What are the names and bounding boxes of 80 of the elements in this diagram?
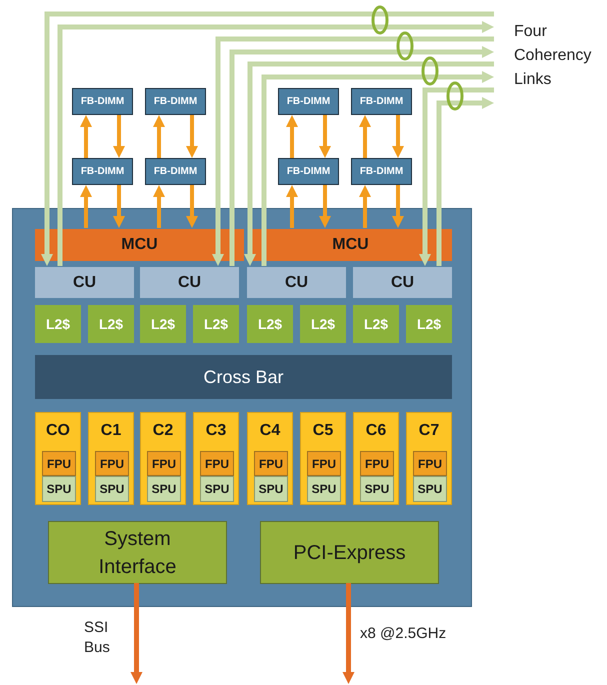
spu-box: SPU (42, 476, 76, 502)
fpu-box: FPU (147, 451, 181, 476)
core-box (353, 412, 399, 505)
arrow (113, 185, 125, 228)
system-interface-box: System Interface (48, 521, 227, 584)
core-label: C5 (312, 421, 334, 441)
spu-box: SPU (413, 476, 447, 502)
pci-express-box: PCI-Express (260, 521, 439, 584)
core-box (406, 412, 452, 505)
fpu-box: FPU (254, 451, 288, 476)
core-label: C6 (364, 421, 388, 441)
cu-box: CU (35, 267, 134, 298)
arrow (113, 115, 125, 158)
arrow (286, 185, 298, 228)
mcu-box: MCU (35, 229, 244, 261)
crossbar-bar: Cross Bar (35, 355, 452, 399)
l2-cache-box: L2$ (35, 305, 81, 343)
fb-dimm-box: FB-DIMM (72, 88, 133, 115)
arrow (286, 115, 298, 158)
cu-box: CU (353, 267, 452, 298)
core-box (193, 412, 239, 505)
arrow (153, 115, 165, 158)
arrow (359, 115, 371, 158)
core-label: C3 (204, 421, 228, 441)
fpu-box: FPU (413, 451, 447, 476)
arrow (186, 185, 198, 228)
arrow (436, 97, 494, 266)
fb-dimm-box: FB-DIMM (145, 88, 206, 115)
arrow (186, 115, 198, 158)
spu-box: SPU (147, 476, 181, 502)
arrow (392, 185, 404, 228)
fb-dimm-box: FB-DIMM (351, 88, 412, 115)
fpu-box: FPU (95, 451, 129, 476)
l2-cache-box: L2$ (140, 305, 186, 343)
l2-cache-box: L2$ (247, 305, 293, 343)
fb-dimm-box: FB-DIMM (278, 88, 339, 115)
fb-dimm-box: FB-DIMM (145, 158, 206, 185)
arrow (130, 583, 142, 684)
core-label: C2 (152, 421, 174, 441)
arrow (80, 185, 92, 228)
arrow (342, 583, 354, 684)
core-box (247, 412, 293, 505)
fpu-box: FPU (200, 451, 234, 476)
core-label: C4 (258, 421, 282, 441)
note-label: Four Coherency Links (514, 22, 592, 90)
fpu-box: FPU (42, 451, 76, 476)
core-label: C7 (418, 421, 440, 441)
l2-cache-box: L2$ (193, 305, 239, 343)
fb-dimm-box: FB-DIMM (278, 158, 339, 185)
core-box (300, 412, 346, 505)
l2-cache-box: L2$ (88, 305, 134, 343)
arrow (319, 115, 331, 158)
spu-box: SPU (254, 476, 288, 502)
fb-dimm-box: FB-DIMM (351, 158, 412, 185)
chip-die (12, 208, 472, 607)
spu-box: SPU (307, 476, 341, 502)
fpu-box: FPU (307, 451, 341, 476)
l2-cache-box: L2$ (300, 305, 346, 343)
core-label: CO (45, 421, 71, 441)
l2-cache-box: L2$ (406, 305, 452, 343)
edge-label: x8 @2.5GHz (360, 624, 448, 644)
cu-box: CU (247, 267, 346, 298)
arrow (419, 88, 494, 266)
spu-box: SPU (200, 476, 234, 502)
core-label: C1 (100, 421, 122, 441)
arrow (153, 185, 165, 228)
arrow (392, 115, 404, 158)
core-box (88, 412, 134, 505)
fb-dimm-box: FB-DIMM (72, 158, 133, 185)
edge-label: SSI Bus (84, 618, 111, 658)
arrow (80, 115, 92, 158)
cu-box: CU (140, 267, 239, 298)
spu-box: SPU (360, 476, 394, 502)
core-box (140, 412, 186, 505)
l2-cache-box: L2$ (353, 305, 399, 343)
spu-box: SPU (95, 476, 129, 502)
fpu-box: FPU (360, 451, 394, 476)
core-box (35, 412, 81, 505)
arrow (319, 185, 331, 228)
arrow (359, 185, 371, 228)
